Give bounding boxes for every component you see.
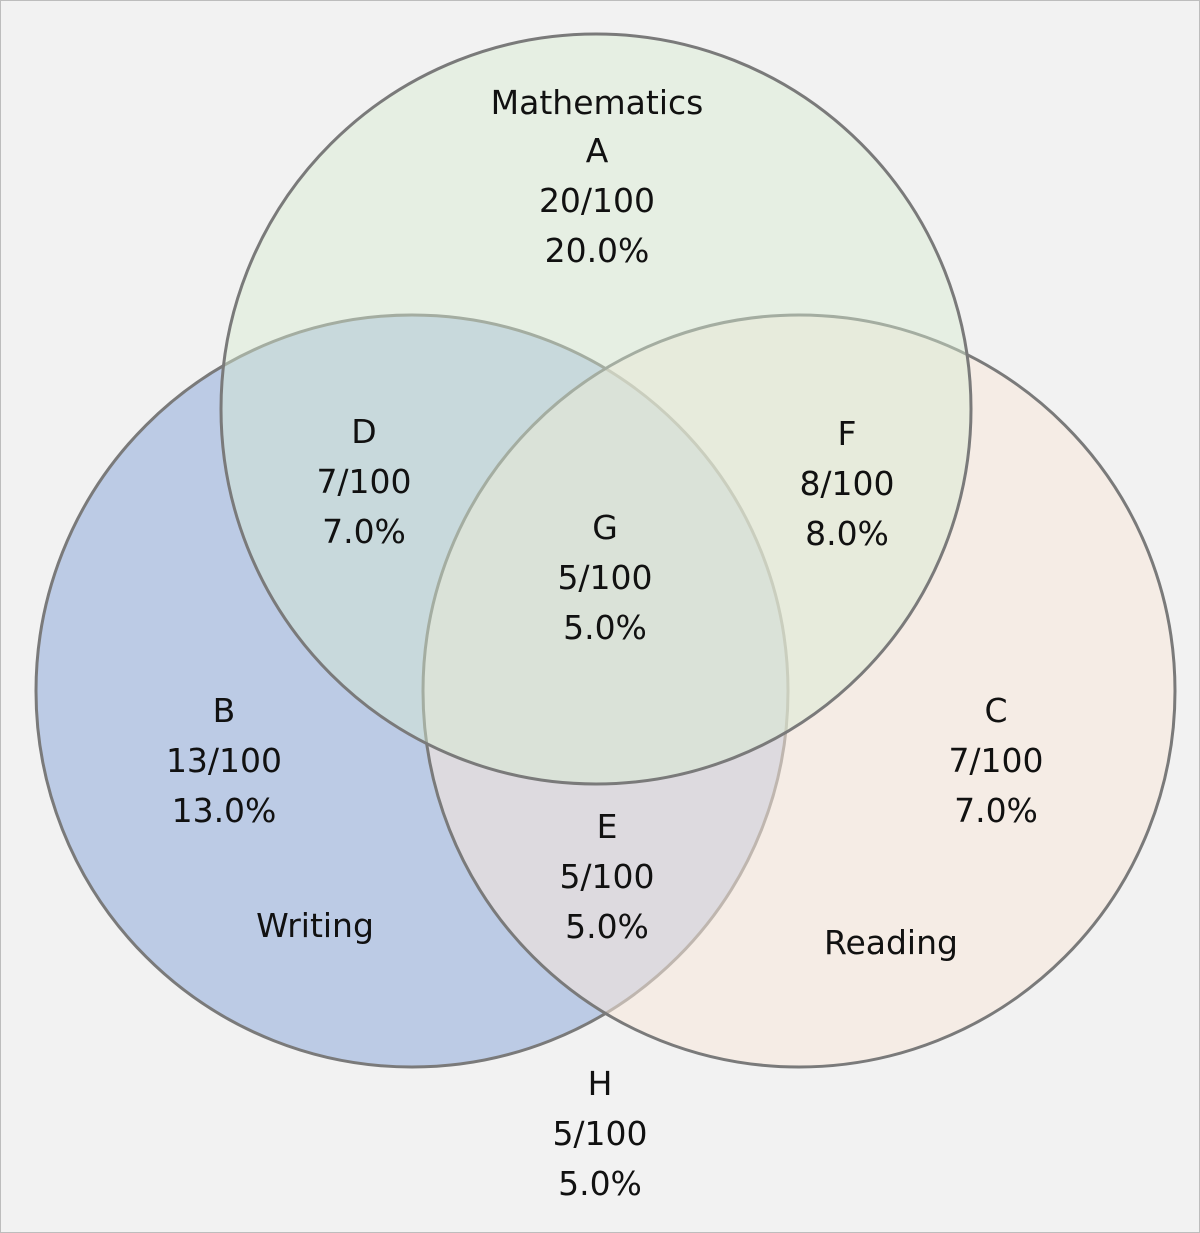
region-g-percent: 5.0% — [563, 608, 647, 647]
region-d-count: 7/100 — [316, 462, 411, 501]
region-h-label: H — [588, 1064, 613, 1103]
set-label-writing: Writing — [256, 906, 374, 945]
region-h-count: 5/100 — [552, 1114, 647, 1153]
region-e-count: 5/100 — [559, 857, 654, 896]
region-c-percent: 7.0% — [954, 791, 1038, 830]
region-a-label: A — [586, 131, 609, 170]
region-c-count: 7/100 — [948, 741, 1043, 780]
region-g-label: G — [592, 508, 618, 547]
region-a-percent: 20.0% — [545, 231, 650, 270]
set-label-reading: Reading — [824, 923, 958, 962]
reading-circle — [421, 313, 1177, 1069]
region-b-percent: 13.0% — [172, 791, 277, 830]
region-d-label: D — [351, 412, 376, 451]
set-label-mathematics: Mathematics — [491, 83, 704, 122]
region-b-count: 13/100 — [166, 741, 282, 780]
region-f-label: F — [838, 414, 857, 453]
region-f-count: 8/100 — [799, 464, 894, 503]
region-e-label: E — [597, 807, 618, 846]
region-h-percent: 5.0% — [558, 1164, 642, 1203]
region-f-percent: 8.0% — [805, 514, 889, 553]
region-a-count: 20/100 — [539, 181, 655, 220]
mathematics-circle — [219, 32, 973, 786]
region-d-percent: 7.0% — [322, 512, 406, 551]
region-g-count: 5/100 — [557, 558, 652, 597]
region-e-percent: 5.0% — [565, 907, 649, 946]
region-c-label: C — [984, 691, 1007, 730]
region-b-label: B — [213, 691, 236, 730]
